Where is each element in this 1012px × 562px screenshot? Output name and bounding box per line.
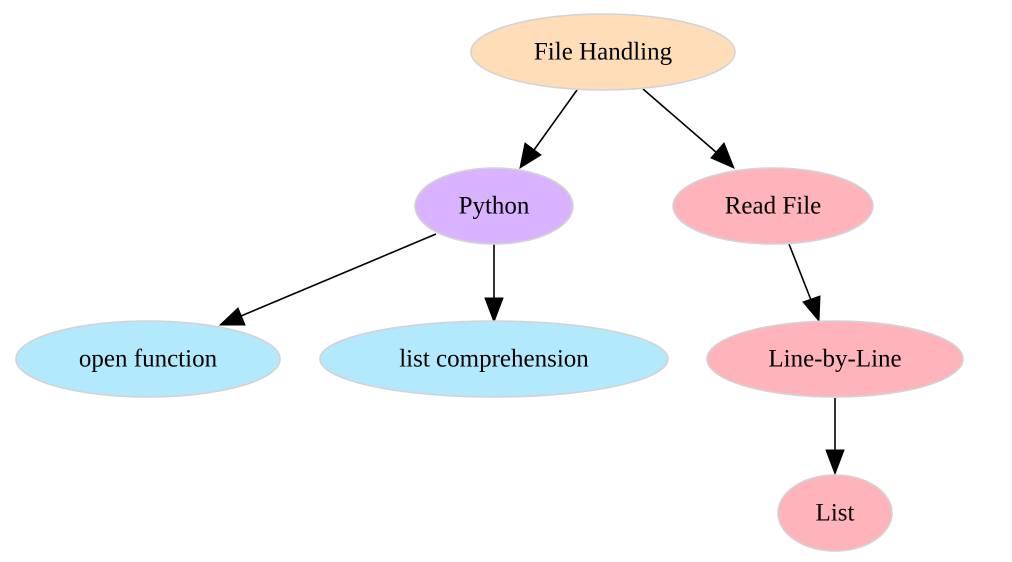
edge-file-handling-to-read-file [642,88,735,169]
node-list-comprehension[interactable]: list comprehension [319,320,669,398]
node-open-function-shape [15,320,281,398]
node-read-file[interactable]: Read File [672,167,874,245]
node-list[interactable]: List [777,474,893,552]
edges [218,88,845,476]
edge-read-file-to-line-by-line [788,243,821,323]
node-file-handling-label: File Handling [534,39,673,66]
node-line-by-line[interactable]: Line-by-Line [706,320,964,398]
node-read-file-label: Read File [725,193,822,220]
node-line-by-line-shape [706,320,964,398]
node-python[interactable]: Python [414,167,574,245]
node-open-function[interactable]: open function [15,320,281,398]
edge-python-to-open-function [218,233,437,326]
edge-file-handling-to-python [519,89,578,170]
node-python-label: Python [459,193,530,220]
edge-line-by-line-to-list [825,398,845,476]
node-list-comprehension-label: list comprehension [399,346,589,373]
node-python-shape [414,167,574,245]
node-line-by-line-label: Line-by-Line [768,346,901,373]
edge-python-to-list-comprehension [484,244,504,324]
node-list-label: List [816,500,855,527]
node-read-file-shape [672,167,874,245]
node-open-function-label: open function [79,346,218,373]
node-file-handling[interactable]: File Handling [470,13,736,91]
node-list-comprehension-shape [319,320,669,398]
node-list-shape [777,474,893,552]
node-file-handling-shape [470,13,736,91]
